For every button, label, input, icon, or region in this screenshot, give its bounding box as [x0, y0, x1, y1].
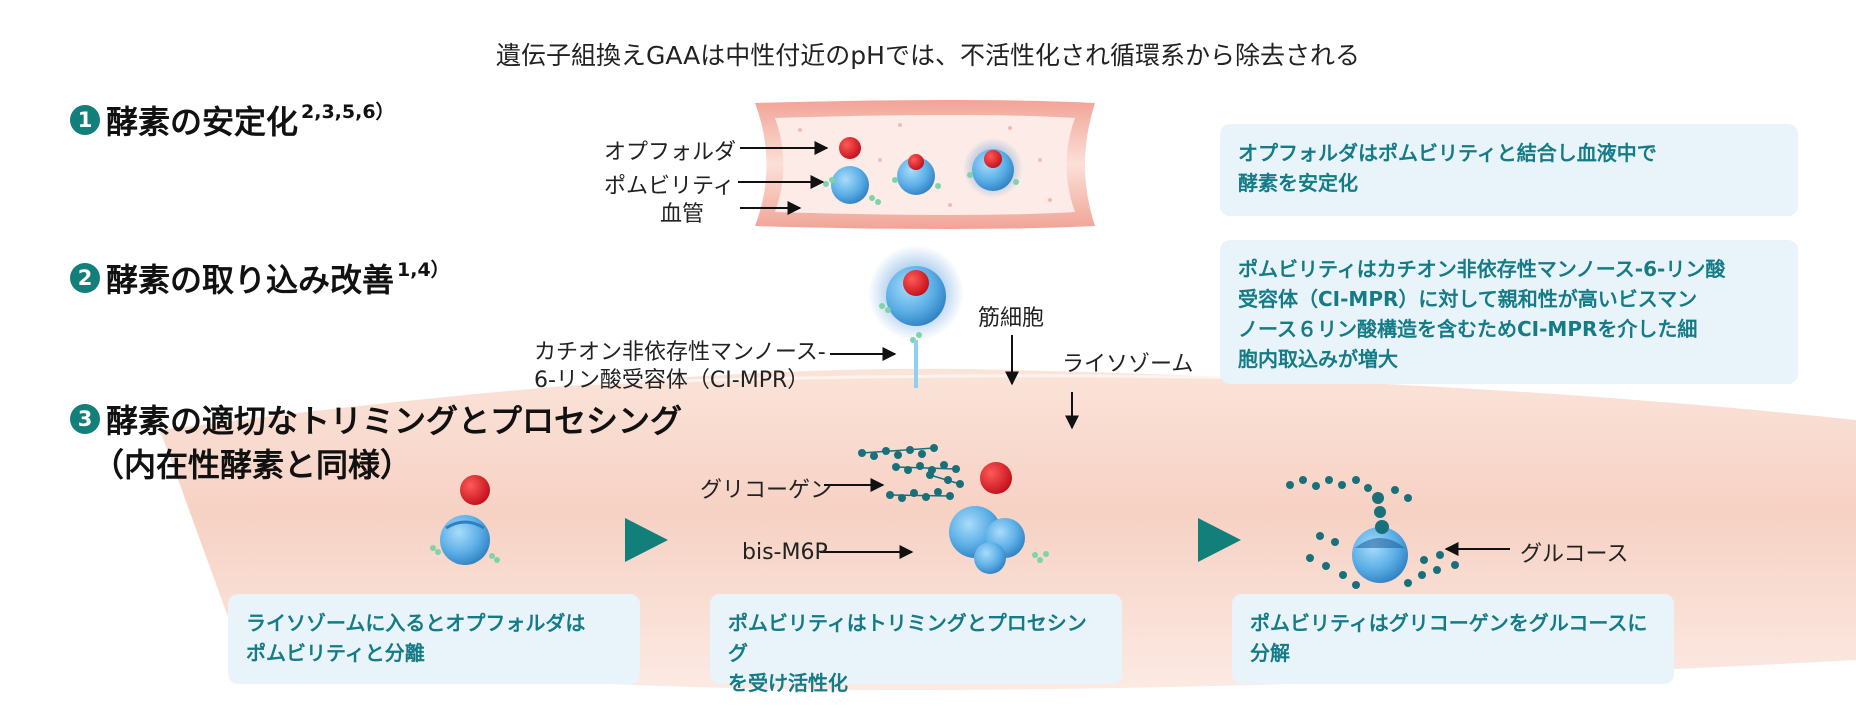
- step-arrow-1: [625, 518, 668, 562]
- info-box-uptake-line: 受容体（CI-MPR）に対して親和性が高いビスマン: [1238, 287, 1698, 311]
- label-glucose: グルコース: [1520, 542, 1629, 567]
- pointer-arrows: [738, 141, 1510, 559]
- info-box-uptake-line: ノース６リン酸構造を含むためCI-MPRを介した細: [1238, 317, 1698, 341]
- step-3-box: ポムビリティはグリコーゲンをグルコースに 分解: [1232, 594, 1674, 684]
- section-3-title: 酵素の適切なトリミングとプロセシング: [106, 402, 683, 440]
- label-pombiliti: ポムビリティ: [604, 174, 735, 199]
- info-box-uptake-line: 胞内取込みが増大: [1238, 347, 1398, 371]
- number-2-icon: 2: [70, 263, 100, 293]
- label-bis-m6p: bis-M6P: [742, 540, 828, 565]
- uptake-complex: [868, 245, 964, 388]
- diagram-title: 遺伝子組換えGAAは中性付近のpHでは、不活性化され循環系から除去される: [496, 41, 1360, 70]
- section-3-subtitle: （内在性酵素と同様）: [92, 446, 413, 484]
- step-1-box: ライソゾームに入るとオプフォルダは ポムビリティと分離: [228, 594, 640, 684]
- step-2-box: ポムビリティはトリミングとプロセシング を受け活性化: [710, 594, 1122, 695]
- label-cimpr-line1: カチオン非依存性マンノース-: [534, 340, 826, 365]
- label-glycogen: グリコーゲン: [700, 478, 833, 503]
- info-box-stabilization-line: オプフォルダはポムビリティと結合し血液中で: [1238, 141, 1657, 165]
- step-2-line: を受け活性化: [728, 671, 848, 695]
- step1-complex: [430, 475, 500, 565]
- number-3-icon: 3: [70, 404, 100, 434]
- number-1-icon: 1: [70, 105, 100, 135]
- section-2-heading: 2 酵素の取り込み改善 1,4）: [70, 255, 450, 301]
- step-1-line: ライソゾームに入るとオプフォルダは: [246, 611, 586, 635]
- info-box-stabilization: オプフォルダはポムビリティと結合し血液中で 酵素を安定化: [1220, 124, 1798, 216]
- step-3-line: ポムビリティはグリコーゲンをグルコースに: [1250, 611, 1648, 635]
- label-muscle-cell: 筋細胞: [978, 306, 1045, 331]
- step-3-line: 分解: [1250, 641, 1290, 665]
- section-2-title: 酵素の取り込み改善: [106, 261, 395, 299]
- label-cimpr-line2: 6-リン酸受容体（CI-MPR）: [534, 368, 810, 393]
- section-1-heading: 1 酵素の安定化 2,3,5,6）: [70, 97, 395, 143]
- step-2-line: ポムビリティはトリミングとプロセシング: [728, 611, 1087, 665]
- info-box-uptake-line: ポムビリティはカチオン非依存性マンノース-6-リン酸: [1238, 257, 1726, 281]
- label-opfolda: オプフォルダ: [604, 140, 737, 165]
- section-1-refs: 2,3,5,6）: [301, 100, 395, 123]
- info-box-uptake: ポムビリティはカチオン非依存性マンノース-6-リン酸 受容体（CI-MPR）に対…: [1220, 240, 1798, 384]
- step3-complex: [1286, 476, 1459, 589]
- step2-complex: [858, 444, 1049, 574]
- info-box-stabilization-line: 酵素を安定化: [1238, 171, 1358, 195]
- step-1-line: ポムビリティと分離: [246, 641, 425, 665]
- section-3-heading: 3 酵素の適切なトリミングとプロセシング: [70, 396, 682, 442]
- label-lysosome: ライソゾーム: [1062, 352, 1194, 377]
- label-vessel: 血管: [660, 202, 705, 227]
- step-arrow-2: [1198, 518, 1241, 562]
- section-2-refs: 1,4）: [397, 258, 450, 281]
- vessel-complexes: [823, 137, 1023, 205]
- section-1-title: 酵素の安定化: [106, 103, 299, 141]
